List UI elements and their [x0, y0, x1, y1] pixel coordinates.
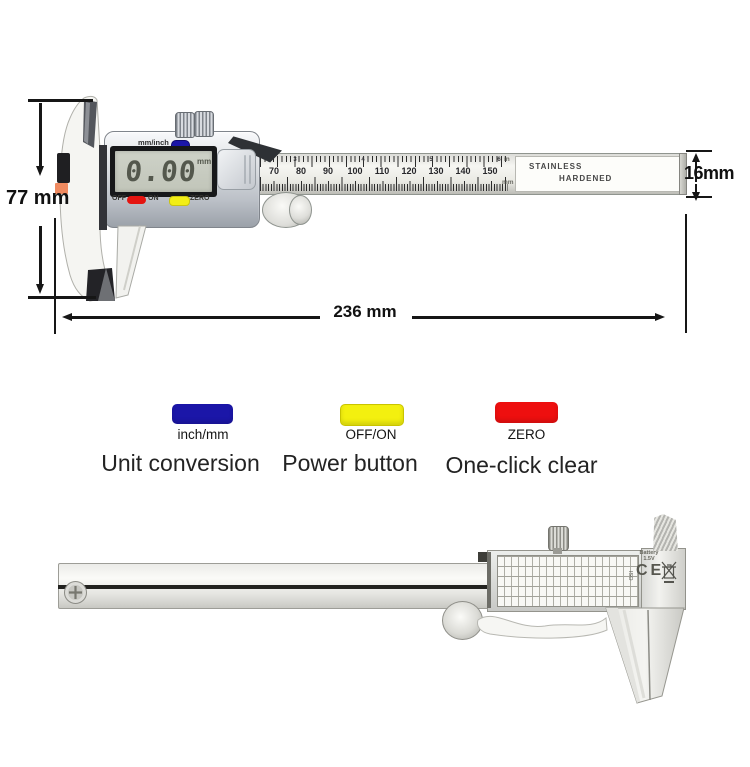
dim-length-left-arrowhead-icon: [62, 312, 72, 321]
ruler-inch-number: 5: [429, 157, 433, 163]
back-thumb-screw-stem: [553, 548, 562, 554]
beam-end-cap: [679, 153, 687, 195]
legend-blue-caption: Unit conversion: [101, 450, 260, 476]
thumb-roller-edge: [289, 195, 312, 225]
dim-length-left-extension: [54, 218, 56, 334]
lcd-screen: 0.00 mm: [115, 151, 212, 192]
ruler-mm-number: 120: [401, 166, 417, 176]
back-caliper-head: [641, 548, 686, 610]
dim-length-right-extension: [685, 214, 687, 333]
dim-beam-bottom-tick: [686, 196, 712, 198]
lock-screw: [175, 112, 195, 138]
dim-height-label: 77 mm: [6, 187, 70, 209]
dim-length-line: [70, 316, 320, 319]
ruler-unit-bottom-label: mm: [502, 179, 514, 186]
head-knurled-grip: [653, 514, 678, 551]
dim-beam-height-label: 16mm: [684, 163, 735, 183]
dim-beam-arrow-line: [695, 161, 697, 182]
conversion-table-sticker: [497, 555, 639, 607]
ruler-inch-number: 6: [497, 157, 501, 163]
ruler-mm-number: 110: [374, 166, 390, 176]
ruler-mm-number: 90: [322, 166, 333, 176]
blade-brand-plate: STAINLESS HARDENED: [515, 156, 680, 192]
dim-height-top-tick: [28, 99, 93, 102]
dim-beam-arrow-line: [695, 184, 697, 193]
ruler-inch-number: 4: [361, 157, 365, 163]
ruler-mm-number: 130: [428, 166, 444, 176]
body-latch-panel: [217, 149, 256, 190]
ruler-unit-top-label: in: [504, 156, 510, 163]
ce-mark: CE: [636, 562, 665, 579]
ruler-mm-number: 70: [268, 166, 279, 176]
dim-beam-top-tick: [686, 150, 712, 152]
blade-brand-line2: HARDENED: [559, 174, 613, 183]
legend-yellow-button-label: OFF/ON: [345, 427, 397, 442]
dim-height-arrow-line: [39, 226, 42, 284]
dim-length-line: [412, 316, 656, 319]
legend-blue-button-label: inch/mm: [177, 427, 229, 442]
battery-label: Battery 1.5V: [636, 550, 662, 562]
lcd-display-unit: mm: [197, 157, 212, 166]
dim-length-label: 236 mm: [333, 302, 397, 321]
ruler-mm-ticks: [260, 177, 508, 191]
back-body-seam: [487, 552, 491, 608]
ruler-inch-ticks: [260, 156, 508, 167]
legend-yellow-button: [340, 404, 404, 426]
legend-red-button-label: ZERO: [507, 427, 546, 442]
dim-height-bottom-tick: [28, 296, 96, 299]
zero-yellow-button: [169, 196, 190, 206]
off-button-label: OFF: [112, 195, 126, 202]
back-caliper-jaws: [477, 607, 685, 704]
front-caliper-jaws: [55, 95, 147, 302]
legend-red-caption: One-click clear: [445, 452, 598, 478]
ruler-inch-number: 3: [293, 157, 297, 163]
on-button-label: ON: [148, 195, 159, 202]
dim-height-arrowhead-icon: [35, 284, 44, 294]
legend-red-button: [495, 402, 558, 423]
legend-yellow-caption: Power button: [282, 450, 418, 476]
legend-blue-button: [172, 404, 233, 424]
ruler-mm-number: 150: [482, 166, 498, 176]
off-red-button: [127, 196, 146, 204]
blade-brand-line1: STAINLESS: [529, 162, 583, 171]
back-thumb-roller: [442, 601, 483, 640]
back-beam-groove: [58, 585, 490, 589]
beam-end-screw: [64, 581, 87, 604]
ruler-mm-number: 140: [455, 166, 471, 176]
dim-height-arrow-line: [39, 103, 42, 166]
fine-adjust-screw: [194, 111, 214, 137]
zero-button-label: ZERO: [190, 195, 210, 202]
battery-label-line2: 1.5V: [643, 555, 655, 562]
dim-length-right-arrowhead-icon: [655, 312, 665, 321]
ruler-mm-number: 80: [295, 166, 306, 176]
battery-label-line1: Battery: [639, 550, 659, 556]
weee-bin-icon: [661, 561, 677, 583]
dim-height-arrowhead-icon: [35, 166, 44, 176]
back-body-tab: [478, 552, 487, 562]
ruler-mm-number: 100: [347, 166, 363, 176]
mode-button-label: mm/inch: [138, 138, 169, 147]
dim-beam-up-arrowhead-icon: [692, 153, 700, 162]
